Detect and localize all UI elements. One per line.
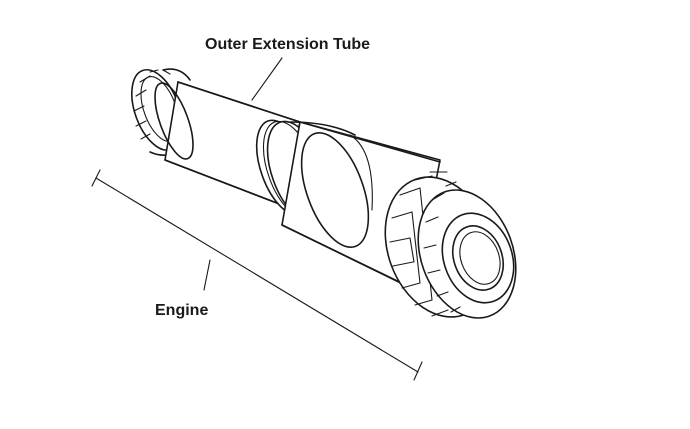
front-opening — [441, 212, 515, 304]
tube-leader-line — [251, 57, 283, 101]
outer-extension-tube-label: Outer Extension Tube — [205, 36, 371, 53]
engine-bracket — [91, 169, 423, 381]
engine-label: Engine — [155, 302, 209, 319]
